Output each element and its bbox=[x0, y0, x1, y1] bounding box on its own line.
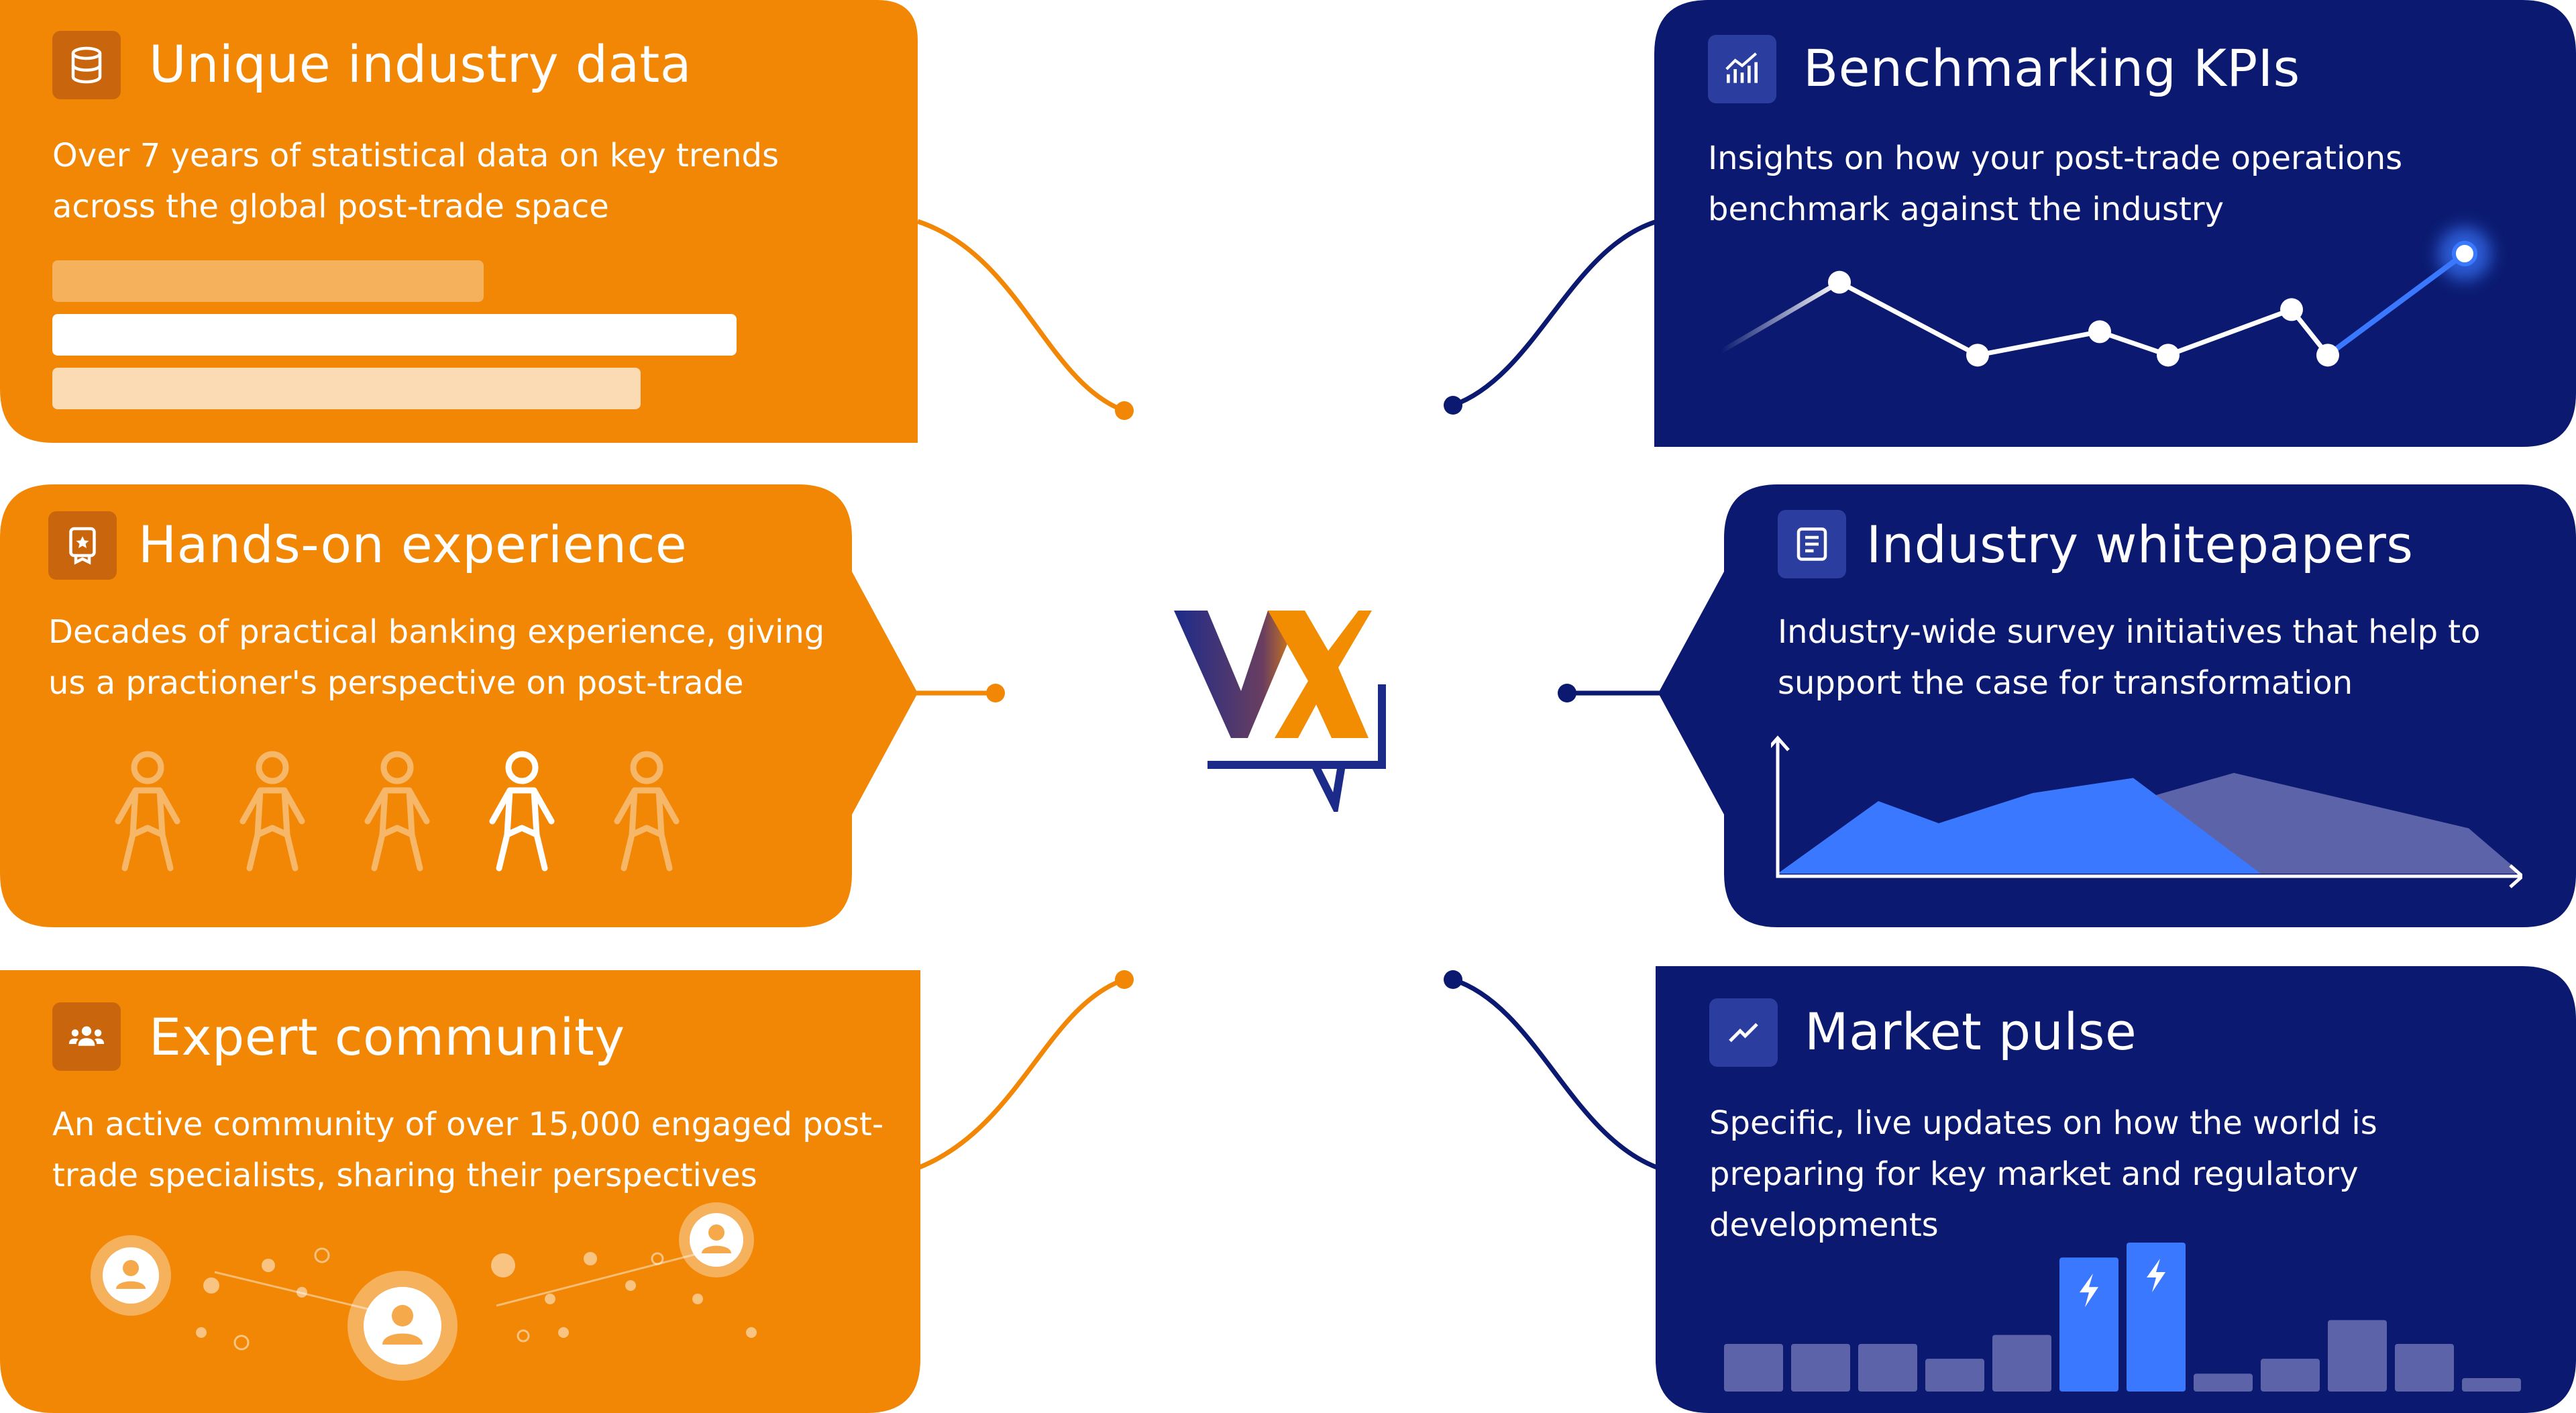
pulse-bar bbox=[2328, 1320, 2387, 1392]
person-icon bbox=[489, 751, 555, 872]
sparkline-point bbox=[2316, 344, 2339, 367]
card-background bbox=[0, 970, 920, 1413]
avatar bbox=[679, 1202, 754, 1277]
vx-logo bbox=[1174, 611, 1386, 812]
kpi-sparkline bbox=[1721, 227, 2491, 367]
pulse-bar bbox=[2261, 1359, 2320, 1392]
card-description: Industry-wide survey initiatives that he… bbox=[1778, 613, 2481, 702]
pulse-bar bbox=[1791, 1343, 1850, 1392]
sparkline-point bbox=[2157, 344, 2180, 367]
card-market-pulse: Market pulse Specific, live updates on h… bbox=[1656, 966, 2576, 1413]
market-pulse-bars bbox=[1724, 1243, 2521, 1392]
card-description: Over 7 years of statistical data on key … bbox=[52, 137, 779, 225]
sparkline-segment bbox=[1838, 280, 1979, 358]
card-description: Decades of practical banking experience,… bbox=[48, 613, 825, 702]
sparkline-point bbox=[1966, 344, 1989, 367]
pulse-bar-highlighted bbox=[2059, 1257, 2118, 1392]
card-title: Unique industry data bbox=[149, 34, 692, 94]
bar-chart-trend-icon-box bbox=[1708, 35, 1776, 103]
pulse-bar bbox=[1858, 1343, 1917, 1392]
connector-benchmarking bbox=[1452, 219, 1658, 408]
person-icon bbox=[239, 751, 305, 872]
card-title: Hands-on experience bbox=[138, 515, 688, 574]
award-badge-icon-box bbox=[48, 511, 117, 580]
person-icon bbox=[364, 751, 430, 872]
sparkline-point bbox=[2280, 298, 2303, 321]
pulse-bar bbox=[2462, 1378, 2521, 1392]
card-expert-community: Expert community An active community of … bbox=[0, 970, 920, 1413]
document-icon bbox=[1796, 527, 1827, 561]
card-title: Expert community bbox=[149, 1007, 625, 1067]
chart-axes bbox=[1776, 739, 2522, 878]
community-network bbox=[91, 1202, 757, 1381]
sparkline-segment bbox=[2098, 329, 2169, 358]
survey-area-chart bbox=[1771, 735, 2522, 888]
card-description: Specific, live updates on how the world … bbox=[1709, 1104, 2377, 1244]
data-bars bbox=[52, 260, 737, 415]
database-icon-box bbox=[52, 31, 121, 99]
document-icon-box bbox=[1778, 510, 1846, 578]
trend-line-icon-box bbox=[1709, 998, 1778, 1067]
axis-arrow bbox=[2509, 864, 2522, 888]
card-unique-industry-data: Unique industry data Over 7 years of sta… bbox=[0, 0, 918, 443]
avatar bbox=[347, 1271, 458, 1381]
lightning-icon bbox=[2147, 1259, 2165, 1292]
card-description: Insights on how your post-trade operatio… bbox=[1708, 140, 2403, 228]
card-background bbox=[0, 484, 918, 927]
trend-line-icon bbox=[1729, 1023, 1758, 1043]
data-bar bbox=[52, 260, 484, 302]
data-bar bbox=[52, 314, 737, 356]
person-icon bbox=[115, 751, 180, 872]
pulse-bar bbox=[2194, 1373, 2253, 1392]
pulse-bar bbox=[2395, 1343, 2454, 1392]
card-title: Benchmarking KPIs bbox=[1803, 38, 2300, 98]
users-group-icon bbox=[68, 1026, 105, 1046]
award-badge-icon bbox=[69, 527, 96, 565]
sparkline-point bbox=[1828, 270, 1851, 294]
pulse-bar bbox=[1925, 1359, 1984, 1392]
bar-chart-trend-icon bbox=[1725, 52, 1758, 83]
database-icon bbox=[71, 46, 102, 84]
connector-community bbox=[918, 977, 1126, 1170]
pulse-bar bbox=[1992, 1334, 2051, 1392]
sparkline-point bbox=[2452, 241, 2477, 266]
card-background bbox=[1656, 966, 2576, 1413]
sparkline-segment bbox=[1721, 280, 1841, 354]
axis-arrow bbox=[1771, 735, 1790, 751]
card-benchmarking-kpis: Benchmarking KPIs Insights on how your p… bbox=[1654, 0, 2576, 447]
card-hands-on-experience: Hands-on experience Decades of practical… bbox=[0, 484, 919, 927]
card-title: Market pulse bbox=[1805, 1002, 2137, 1061]
card-title: Industry whitepapers bbox=[1866, 515, 2414, 574]
sparkline-point bbox=[2088, 320, 2111, 344]
users-group-icon-box bbox=[52, 1002, 121, 1071]
person-icon bbox=[614, 751, 680, 872]
card-description: An active community of over 15,000 engag… bbox=[52, 1106, 884, 1194]
card-background bbox=[1654, 0, 2576, 447]
connector-unique-data bbox=[916, 219, 1126, 413]
sparkline-segment bbox=[1977, 329, 2100, 358]
avatar bbox=[91, 1235, 171, 1316]
sparkline-segment bbox=[2167, 307, 2293, 358]
lightning-icon bbox=[2080, 1273, 2098, 1308]
sparkline-segment bbox=[2326, 251, 2467, 358]
people-row bbox=[115, 751, 680, 872]
pulse-bar bbox=[1724, 1343, 1783, 1392]
pulse-bar-highlighted bbox=[2127, 1243, 2186, 1392]
area-series-front bbox=[1778, 778, 2261, 874]
connector-market-pulse bbox=[1452, 977, 1658, 1170]
data-bar bbox=[52, 368, 641, 409]
card-industry-whitepapers: Industry whitepapers Industry-wide surve… bbox=[1657, 484, 2576, 927]
